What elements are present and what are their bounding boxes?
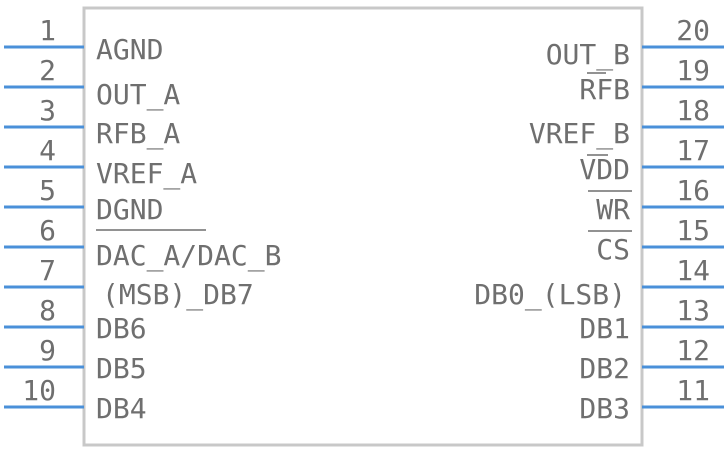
pin-1-label: AGND [96, 33, 163, 66]
pin-16: 16 WR [588, 174, 724, 226]
pin-15: 15 CS [588, 214, 724, 266]
pin-15-number: 15 [676, 214, 710, 247]
pin-20-label: OUT_B [546, 38, 630, 72]
pin-19: 19 RFB [579, 54, 724, 106]
left-pins: 1 AGND 2 OUT_A 3 RFB_A 4 VREF_A 5 DGND 6… [4, 14, 281, 425]
pin-3-number: 3 [39, 94, 56, 127]
pin-16-number: 16 [676, 174, 710, 207]
pin-7-label: (MSB)_DB7 [102, 278, 254, 312]
pin-18-number: 18 [676, 94, 710, 127]
pin-10-label: DB4 [96, 392, 147, 425]
pin-9-number: 9 [39, 334, 56, 367]
pin-17: 17 VDD [579, 134, 724, 186]
pin-18: 18 VREF_B [529, 94, 724, 151]
pin-7-number: 7 [39, 254, 56, 287]
pin-19-label: RFB [579, 73, 630, 106]
pin-13-number: 13 [676, 294, 710, 327]
pin-10-number: 10 [22, 374, 56, 407]
pin-17-label: VDD [579, 153, 630, 186]
pin-5-label: DGND [96, 193, 163, 226]
pin-12-number: 12 [676, 334, 710, 367]
pin-13-label: DB1 [579, 312, 630, 345]
pin-5-number: 5 [39, 174, 56, 207]
pin-20-number: 20 [676, 14, 710, 47]
pin-3-label: RFB_A [96, 117, 180, 151]
pin-14: 14 DB0_(LSB) [474, 254, 724, 312]
right-pins: 20 OUT_B 19 RFB 18 VREF_B 17 VDD 16 WR [474, 14, 724, 425]
pin-11: 11 DB3 [579, 374, 724, 425]
pin-5: 5 DGND [4, 174, 206, 231]
pin-14-number: 14 [676, 254, 710, 287]
pin-4: 4 VREF_A [4, 134, 197, 191]
pin-4-number: 4 [39, 134, 56, 167]
pin-15-label: CS [596, 233, 630, 266]
pin-12-label: DB2 [579, 352, 630, 385]
pin-1-number: 1 [39, 14, 56, 47]
pin-6-label: DAC_A/DAC_B [96, 239, 281, 273]
pin-2-number: 2 [39, 54, 56, 87]
pin-9-label: DB5 [96, 352, 147, 385]
pin-19-number: 19 [676, 54, 710, 87]
pin-8-label: DB6 [96, 312, 147, 345]
pin-9: 9 DB5 [4, 334, 147, 385]
pin-4-label: VREF_A [96, 157, 197, 191]
pin-18-label: VREF_B [529, 117, 630, 151]
pin-2: 2 OUT_A [4, 54, 180, 112]
pin-8-number: 8 [39, 294, 56, 327]
pin-14-label: DB0_(LSB) [474, 278, 626, 312]
pin-6-number: 6 [39, 214, 56, 247]
pin-6: 6 DAC_A/DAC_B [4, 214, 281, 273]
pin-12: 12 DB2 [579, 334, 724, 385]
pin-7: 7 (MSB)_DB7 [4, 254, 254, 312]
pin-10: 10 DB4 [4, 374, 147, 425]
pin-1: 1 AGND [4, 14, 163, 66]
pin-11-number: 11 [676, 374, 710, 407]
pin-13: 13 DB1 [579, 294, 724, 345]
ic-body [82, 6, 644, 447]
pin-2-label: OUT_A [96, 78, 180, 112]
pin-20: 20 OUT_B [546, 14, 724, 72]
pin-3: 3 RFB_A [4, 94, 180, 151]
pin-8: 8 DB6 [4, 294, 147, 345]
pin-16-label: WR [596, 193, 630, 226]
pin-17-number: 17 [676, 134, 710, 167]
pin-11-label: DB3 [579, 392, 630, 425]
